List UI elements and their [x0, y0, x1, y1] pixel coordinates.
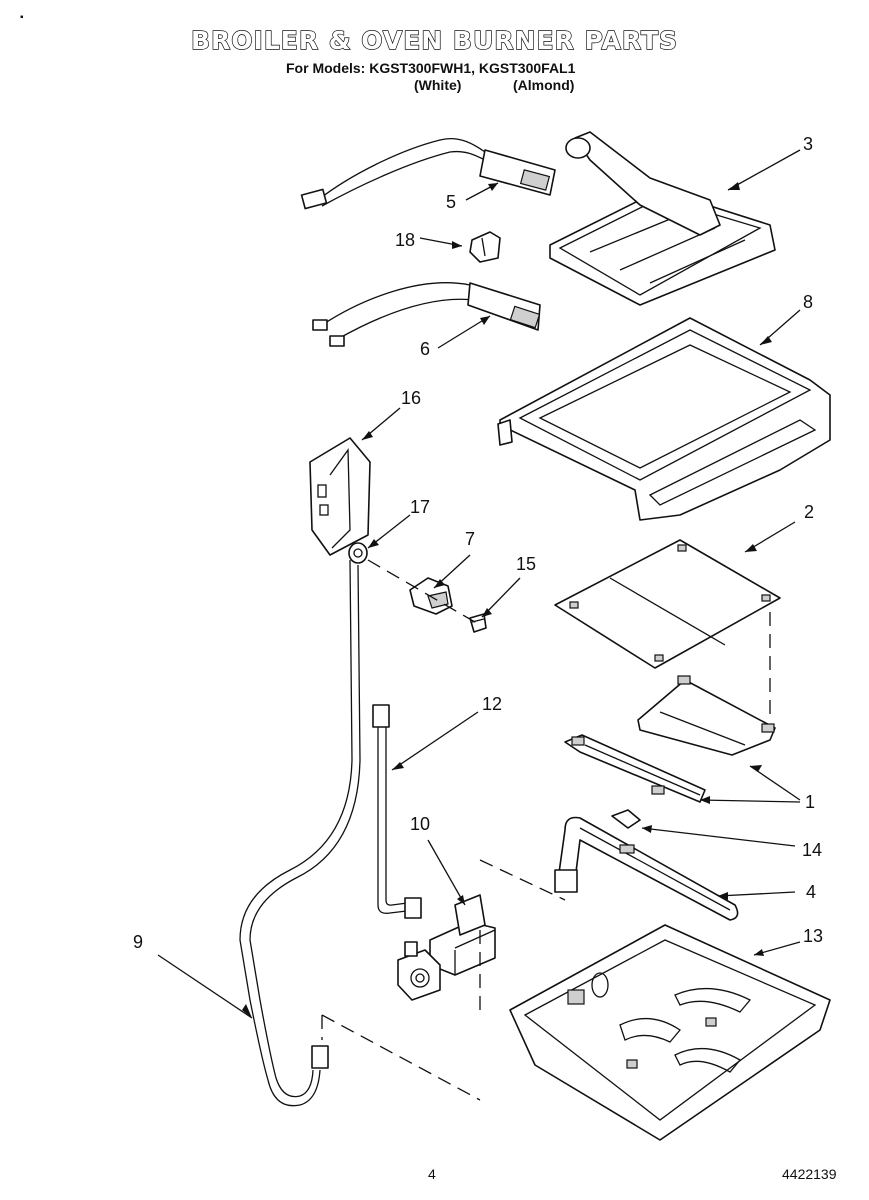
part-18-clip — [469, 231, 501, 263]
callout-16: 16 — [401, 388, 421, 408]
part-16-bracket — [309, 437, 371, 556]
color-almond-label: (Almond) — [513, 77, 575, 93]
callout-13: 13 — [803, 926, 823, 946]
callout-7: 7 — [465, 529, 475, 549]
callout-3: 3 — [803, 134, 813, 154]
part-12-gas-tube — [372, 704, 422, 919]
callout-10: 10 — [410, 814, 430, 834]
callout-6: 6 — [420, 339, 430, 359]
part-15-screw — [469, 613, 487, 633]
callout-1: 1 — [805, 792, 815, 812]
assembly-line-valve — [321, 930, 481, 1101]
callout-9: 9 — [133, 932, 143, 952]
part-3-broiler-pan — [549, 131, 776, 306]
part-13-drip-pan — [509, 924, 831, 1141]
part-6-igniter — [312, 282, 541, 347]
callout-5: 5 — [446, 192, 456, 212]
corner-mark: ▪ — [20, 12, 24, 23]
callout-14: 14 — [802, 840, 822, 860]
callout-4: 4 — [806, 882, 816, 902]
callout-2: 2 — [804, 502, 814, 522]
page-number: 4 — [428, 1166, 436, 1182]
part-1-burner-brackets — [564, 675, 776, 803]
part-17-orifice — [348, 542, 368, 564]
part-8-broiler-drawer — [497, 317, 831, 521]
leader-lines — [157, 149, 801, 1019]
part-5-igniter — [300, 138, 556, 210]
callout-labels: 3 5 18 6 8 16 17 7 15 2 12 1 10 14 4 9 1… — [133, 134, 823, 952]
part-14-clip — [611, 809, 641, 829]
page-title: BROILER & OVEN BURNER PARTS — [190, 25, 679, 55]
part-4-broil-burner — [554, 816, 739, 921]
part-9-gas-tube — [239, 559, 361, 1107]
callout-8: 8 — [803, 292, 813, 312]
models-line: For Models: KGST300FWH1, KGST300FAL1 — [286, 60, 576, 76]
part-2-heat-shield — [554, 539, 781, 669]
part-10-gas-valve — [397, 894, 496, 1001]
callout-12: 12 — [482, 694, 502, 714]
callout-18: 18 — [395, 230, 415, 250]
callout-17: 17 — [410, 497, 430, 517]
color-white-label: (White) — [414, 77, 462, 93]
assembly-line-burner — [479, 859, 566, 901]
document-number: 4422139 — [782, 1166, 837, 1182]
callout-15: 15 — [516, 554, 536, 574]
